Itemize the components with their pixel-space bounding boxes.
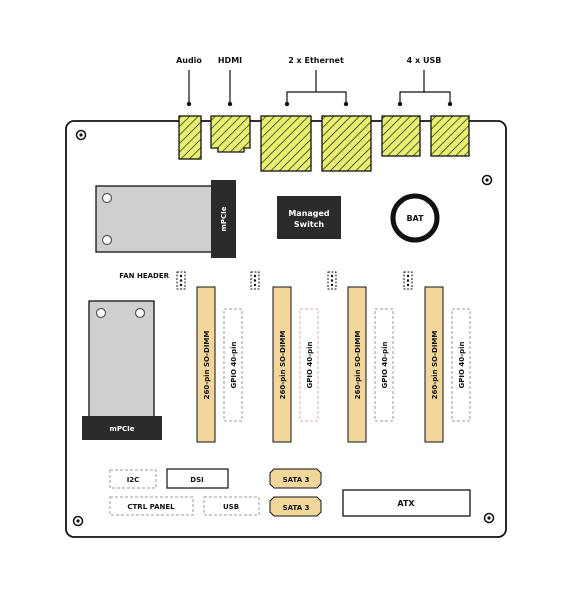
usb-port-1: [381, 115, 421, 157]
gpio-label-4: GPIO 40-pin: [458, 342, 466, 389]
audio-jack: [178, 115, 202, 160]
memory-and-gpio: 260-pin SO-DIMM GPIO 40-pin 260-pin SO-D…: [196, 286, 471, 443]
sodimm-slot-1: [196, 286, 216, 443]
mpcie-bottom-label: mPCIe: [110, 425, 135, 433]
ctrl-panel-header: [109, 496, 194, 516]
sata-label-2: SATA 3: [283, 504, 310, 512]
sata-port-2: [269, 496, 322, 517]
usb-ports-label: 4 x USB: [407, 56, 442, 65]
fan-header-label: FAN HEADER: [119, 272, 169, 280]
i2c-label: I2C: [127, 476, 140, 484]
sodimm-slot-3: [347, 286, 367, 443]
sodimm-label-4: 260-pin SO-DIMM: [431, 331, 439, 400]
fan-header: [176, 271, 186, 290]
audio-label: Audio: [176, 56, 202, 65]
port-leader-lines: [188, 70, 451, 103]
atx-label: ATX: [397, 499, 415, 508]
gpio-label-2: GPIO 40-pin: [306, 342, 314, 389]
mpcie-slot-top: [211, 180, 236, 258]
sodimm-label-2: 260-pin SO-DIMM: [279, 331, 287, 400]
i2c-header: [109, 469, 157, 489]
dsi-label: DSI: [190, 476, 203, 484]
sodimm-label-3: 260-pin SO-DIMM: [354, 331, 362, 400]
fan-header: [327, 271, 337, 290]
leader-dots: [186, 101, 453, 107]
gpio-label-1: GPIO 40-pin: [230, 342, 238, 389]
mpcie-slot-bottom: [82, 416, 162, 440]
ethernet-label: 2 x Ethernet: [288, 56, 344, 65]
gpio-header-3: [374, 308, 394, 422]
screw-icon: [101, 192, 113, 204]
dsi-connector: [166, 468, 229, 489]
gpio-header-4: [451, 308, 471, 422]
mounting-holes: [72, 129, 495, 527]
port-connectors: [178, 115, 470, 172]
atx-power-connector: [342, 489, 471, 517]
sata-port-1: [269, 468, 322, 489]
mpcie-card-bottom: [88, 300, 155, 420]
usb-port-2: [430, 115, 470, 157]
battery-icon: [390, 193, 440, 243]
gpio-header-2: [299, 308, 319, 422]
usb-header: [203, 496, 260, 516]
screw-icon: [95, 307, 107, 319]
sodimm-label-1: 260-pin SO-DIMM: [203, 331, 211, 400]
fan-header: [403, 271, 413, 290]
fan-headers: [176, 271, 413, 290]
sata-label-1: SATA 3: [283, 476, 310, 484]
battery-label: BAT: [406, 214, 424, 223]
ctrl-panel-label: CTRL PANEL: [127, 503, 175, 511]
sodimm-slot-4: [424, 286, 444, 443]
managed-switch-line1: Managed: [288, 209, 330, 218]
managed-switch-chip: [277, 196, 341, 239]
usb-header-label: USB: [223, 503, 239, 511]
screw-icon: [101, 234, 113, 246]
gpio-header-1: [223, 308, 243, 422]
hdmi-port: [210, 115, 251, 153]
mpcie-card-top: [95, 185, 222, 253]
mpcie-top-label: mPCIe: [220, 206, 228, 231]
gpio-label-3: GPIO 40-pin: [381, 342, 389, 389]
screw-icon: [134, 307, 146, 319]
ethernet-port-2: [321, 115, 372, 172]
hdmi-label: HDMI: [218, 56, 242, 65]
fan-header: [250, 271, 260, 290]
sodimm-slot-2: [272, 286, 292, 443]
managed-switch-line2: Switch: [294, 220, 324, 229]
ethernet-port-1: [260, 115, 312, 172]
